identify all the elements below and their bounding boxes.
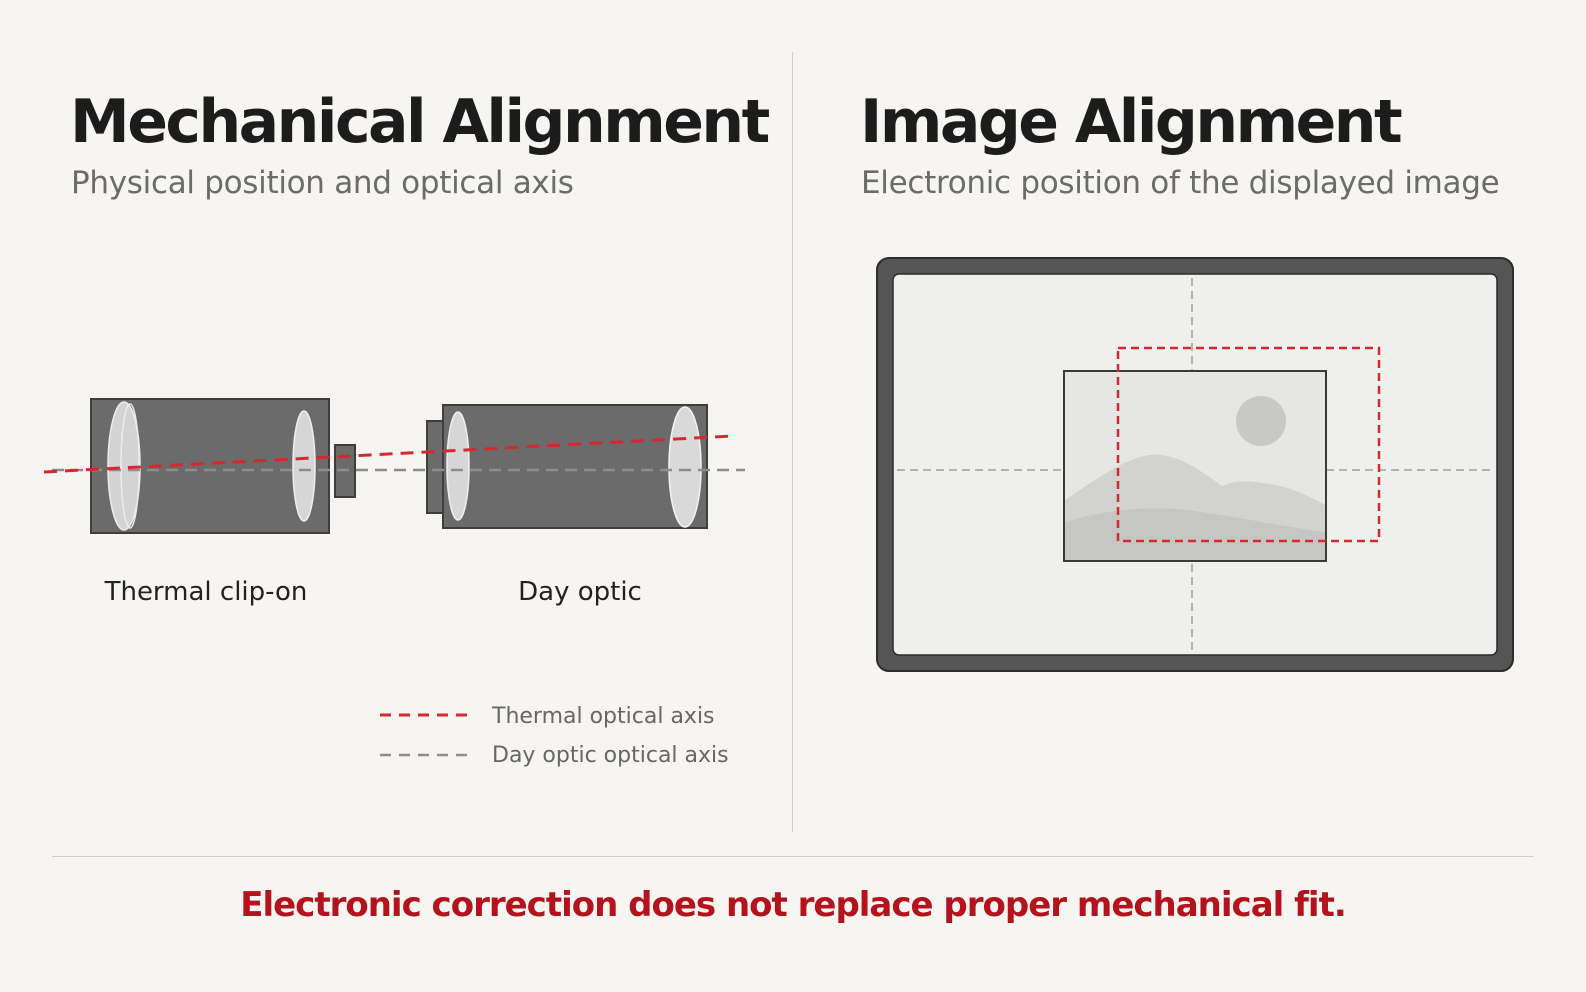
landscape-image-icon (1063, 370, 1327, 562)
mechanical-alignment-subtitle: Physical position and optical axis (71, 165, 574, 201)
image-alignment-title: Image Alignment (860, 87, 1403, 157)
footer-warning: Electronic correction does not replace p… (240, 885, 1347, 925)
legend: Thermal optical axis Day optic optical a… (380, 704, 729, 768)
thermal-axis-line (43, 434, 734, 474)
thermal-clip-on-label: Thermal clip-on (104, 577, 308, 607)
day-optic-label: Day optic (518, 577, 642, 607)
mechanical-alignment-title: Mechanical Alignment (70, 87, 770, 157)
sun-icon (1236, 396, 1286, 446)
image-alignment-subtitle: Electronic position of the displayed ima… (861, 165, 1500, 201)
legend-day-label: Day optic optical axis (492, 743, 729, 768)
day-optic-device (426, 404, 708, 529)
offset-image-outline (1116, 346, 1381, 543)
legend-thermal-label: Thermal optical axis (491, 704, 715, 729)
horizontal-divider (52, 856, 1534, 857)
vertical-divider (792, 52, 793, 832)
